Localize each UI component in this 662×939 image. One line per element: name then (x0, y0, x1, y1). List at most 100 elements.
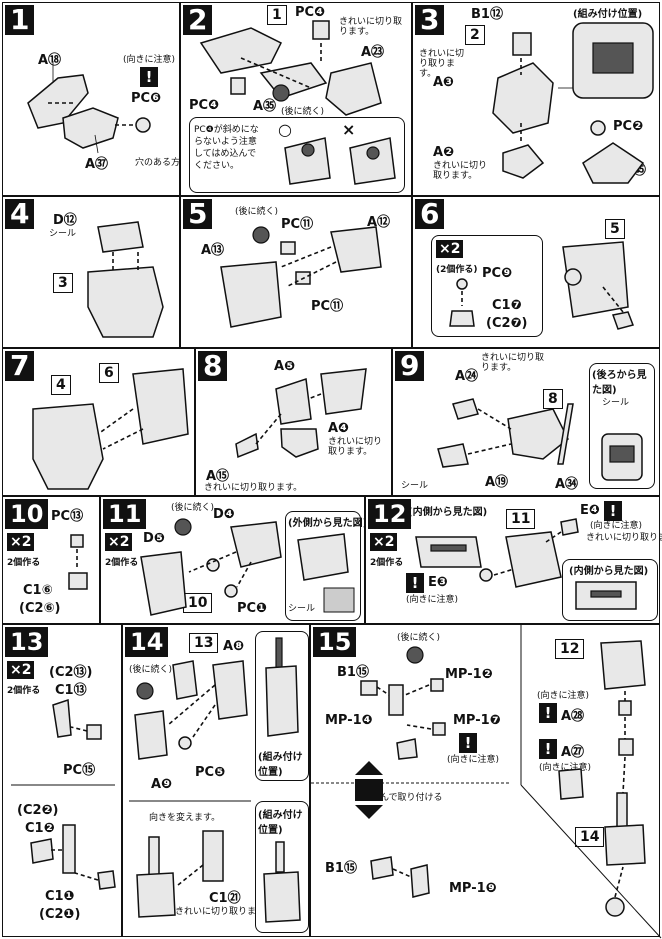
step-number: 15 (313, 627, 357, 657)
part-label: A㉗ (561, 745, 585, 760)
direction-note: (向きに注意) (539, 763, 592, 773)
part-drawing (32, 368, 189, 490)
seal-note: シール (602, 398, 630, 408)
part-label: B1⑮ (325, 861, 357, 876)
part-drawing (437, 398, 574, 468)
part-drawing (27, 61, 151, 154)
make-two-note: 2個作る (105, 558, 139, 568)
ref-step: 3 (53, 273, 73, 293)
step-number: 9 (395, 351, 425, 381)
clean-note: きれいに切り取ります。 (433, 161, 488, 181)
x2-badge: ×2 (370, 533, 398, 551)
clean-note: きれいに切り取ります。 (328, 437, 383, 457)
part-drawing (235, 368, 367, 459)
direction-note: (向きに注意) (447, 755, 500, 765)
inner-view-title: (内側から見た図) (408, 507, 488, 518)
caution-icon: ! (539, 703, 557, 723)
x2-badge: ×2 (7, 533, 35, 551)
part-label: (C2⑬) (49, 665, 93, 680)
step-3-panel: 3 B1⑫ 2 きれいに切り取ります。 A❸ A❷ きれいに切り取ります。 (組… (412, 2, 660, 196)
part-label: A❺ (274, 359, 296, 374)
part-label: PC❹ (295, 5, 326, 20)
part-label: MP-1❹ (325, 713, 373, 728)
part-label: PC❷ (613, 119, 644, 134)
part-label: E❹ (580, 503, 600, 518)
view-title: (内側から見た図) (569, 566, 649, 577)
step-number: 7 (5, 351, 35, 381)
part-label: MP-1❾ (449, 881, 497, 896)
ref-step: 1 (267, 5, 287, 25)
part-drawing (415, 518, 637, 610)
part-label: A⑮ (206, 469, 230, 484)
outside-view-callout: (外側から見た図) シール (285, 511, 367, 621)
step-number: 3 (415, 5, 445, 35)
part-label: A㊲ (85, 157, 109, 172)
clean-note: きれいに切り取ります。 (339, 17, 403, 37)
part-label: E❸ (428, 575, 448, 590)
back-note: (後に続く) (171, 503, 215, 513)
direction-note: 向きを変えます。 (149, 813, 221, 823)
part-drawing (265, 637, 299, 737)
seal-note: シール (288, 604, 316, 614)
caution-icon: ! (459, 733, 477, 753)
part-label: PC⑮ (63, 763, 96, 778)
make-two-note: (2個作る) (436, 265, 478, 275)
part-drawing (449, 278, 475, 327)
step-5-panel: 5 (後に続く) A⑬ PC⑪ A⑫ PC⑪ (180, 196, 412, 348)
seal-note: シール (401, 481, 429, 491)
part-label: A❽ (223, 639, 245, 654)
step-4-panel: 4 D⑫ シール 3 (2, 196, 180, 348)
step-number: 14 (125, 627, 169, 657)
part-drawing (199, 20, 382, 116)
position-callout-1: (組み付け位置) (255, 631, 309, 781)
step-11-panel: 11 ×2 2個作る (後に続く) D❹ D❺ 10 PC❶ (外側から見た図)… (100, 496, 367, 624)
part-label: A⑱ (38, 53, 62, 68)
direction-note: (向きに注意) (123, 55, 176, 65)
part-label: A㉘ (561, 709, 585, 724)
caution-icon: ! (539, 739, 557, 759)
step-number: 5 (183, 199, 213, 229)
caution-drawing (284, 137, 396, 185)
step-number: 6 (415, 199, 445, 229)
position-title: (組み付け位置) (258, 810, 303, 836)
part-label: PC⑬ (51, 509, 84, 524)
part-label: A⑫ (367, 215, 391, 230)
part-label: PC❻ (131, 91, 162, 106)
ref-step: 14 (575, 827, 605, 847)
x2-badge: ×2 (7, 661, 35, 679)
part-label: (C2❼) (486, 316, 528, 331)
x2-callout: ×2 (2個作る) PC❾ C1❼ (C2❼) (431, 235, 543, 337)
ng-symbol: × (342, 120, 356, 139)
part-drawing (129, 660, 251, 918)
step-number: 8 (198, 351, 228, 381)
caution-icon: ! (406, 573, 424, 593)
step-1-panel: 1 A⑱ ! (向きに注意) PC❻ A㊲ 穴のある方 (2, 2, 180, 196)
part-label: A❾ (151, 777, 173, 792)
caution-text: PC❹が斜めにならないよう注意してはめ込んでください。 (194, 125, 259, 171)
part-label: C1⑥ (23, 583, 53, 598)
x2-badge: ×2 (436, 240, 464, 258)
step-8-panel: 8 A❺ A❹ きれいに切り取ります。 A⑮ きれいに切り取ります。 (195, 348, 392, 496)
back-note: (後に続く) (281, 107, 325, 117)
part-drawing (492, 22, 654, 184)
make-two-note: 2個作る (7, 686, 41, 696)
part-label: (C2❶) (39, 907, 81, 922)
part-label: C1❷ (25, 821, 55, 836)
step-number: 1 (5, 5, 35, 35)
part-label: A㉞ (555, 477, 579, 492)
back-note: (後に続く) (235, 207, 279, 217)
make-two-note: 2個作る (7, 558, 41, 568)
rear-view-callout: (後ろから見た図) シール (589, 363, 655, 489)
part-drawing (311, 625, 662, 939)
caution-icon: ! (140, 67, 158, 87)
part-drawing (562, 241, 634, 330)
make-two-note: 2個作る (370, 558, 404, 568)
position-title: (組み付け位置) (258, 752, 303, 778)
view-title: (後ろから見た図) (592, 370, 647, 396)
step-14-panel: 14 13 A❽ (後に続く) PC❺ A❾ 向きを変えます。 C1㉑ きれいに… (122, 624, 310, 937)
step-12-panel: 12 ×2 2個作る (内側から見た図) 11 E❹ ! (向きに注意) きれい… (365, 496, 662, 624)
part-label: A❹ (328, 421, 350, 436)
part-drawing (263, 841, 301, 923)
clean-note: きれいに切り取ります。 (175, 907, 274, 917)
caution-callout: PC❹が斜めにならないよう注意してはめ込んでください。 ○ × (189, 117, 405, 193)
